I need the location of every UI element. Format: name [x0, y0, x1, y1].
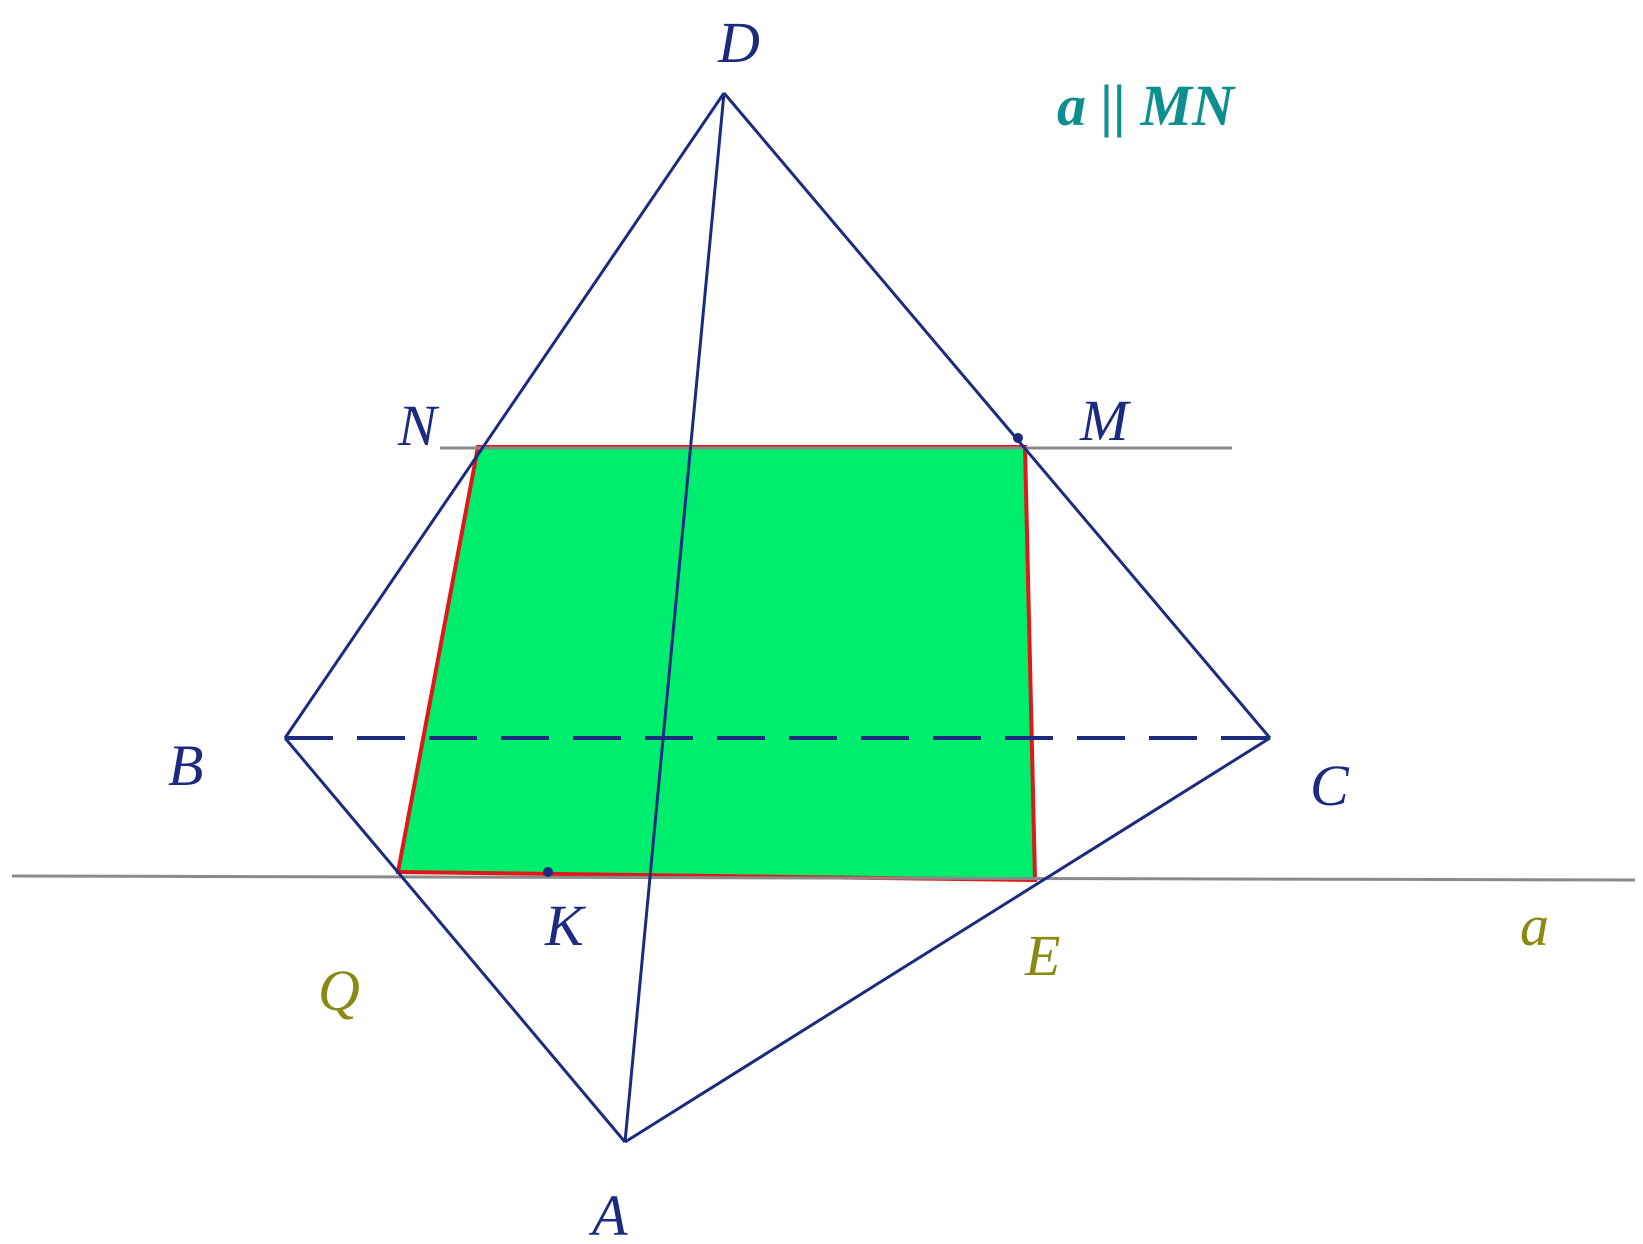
label-line-a: a — [1520, 893, 1549, 958]
point-m — [1013, 433, 1023, 443]
point-k — [543, 867, 553, 877]
edge-ca — [624, 736, 1271, 1144]
parallel-note: a || MN — [1057, 73, 1236, 138]
section-polygon — [395, 445, 1038, 883]
edge-db — [283, 92, 726, 739]
edge-ba — [283, 737, 627, 1143]
label-q: Q — [318, 958, 360, 1023]
edge-dc — [722, 92, 1272, 739]
label-c: C — [1310, 753, 1350, 818]
line-a — [11, 874, 1636, 882]
label-a-vertex: A — [588, 1183, 628, 1244]
label-n: N — [397, 393, 440, 458]
label-m: M — [1079, 388, 1131, 453]
label-d: D — [717, 10, 760, 75]
label-b: B — [168, 733, 203, 798]
label-k: K — [544, 893, 587, 958]
label-e: E — [1024, 923, 1060, 988]
edge-da — [623, 92, 726, 1143]
